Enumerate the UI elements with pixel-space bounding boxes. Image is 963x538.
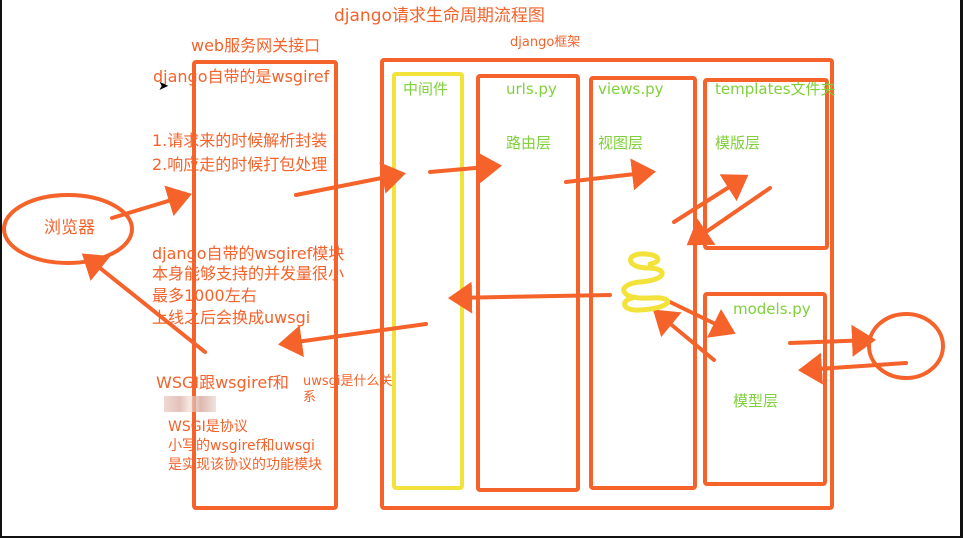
arrow-templates-to-views xyxy=(686,186,772,246)
answer-3: 是实现该协议的功能模块 xyxy=(168,457,322,473)
gateway-note-4: 上线之后会换成uwsgi xyxy=(152,308,311,327)
views-box xyxy=(589,76,697,490)
arrow-middleware-to-urls xyxy=(428,151,502,184)
views-title: views.py xyxy=(598,80,664,98)
templates-box xyxy=(703,78,829,250)
middleware-box xyxy=(392,72,464,490)
database-ellipse xyxy=(867,312,945,380)
gateway-builtin-note: django自带的是wsgiref xyxy=(153,67,330,86)
urls-box xyxy=(476,74,580,492)
relation-question-1: WSGI跟wsgiref和 xyxy=(156,373,289,392)
arrow-gateway-to-middleware xyxy=(294,162,406,197)
answer-1: WSGI是协议 xyxy=(168,419,248,435)
templates-layer: 模版层 xyxy=(715,134,761,152)
arrow-views-to-templates xyxy=(672,174,749,224)
urls-layer: 路由层 xyxy=(506,134,552,152)
models-box xyxy=(703,292,827,486)
arrow-urls-to-views xyxy=(564,158,656,191)
gateway-box xyxy=(192,60,338,510)
arrow-database-to-models xyxy=(798,352,908,385)
gateway-step-2: 2.响应走的时候打包处理 xyxy=(152,155,328,174)
arrow-views-to-middleware xyxy=(448,281,612,314)
browser-ellipse xyxy=(2,193,134,265)
browser-label: 浏览器 xyxy=(44,218,95,238)
models-title: models.py xyxy=(733,300,811,318)
framework-label: django框架 xyxy=(510,35,581,50)
yellow-scribble xyxy=(621,251,671,313)
urls-title: urls.py xyxy=(506,80,557,98)
screen-edge-left xyxy=(0,0,2,538)
views-layer: 视图层 xyxy=(598,134,644,152)
arrow-gateway-to-browser xyxy=(81,253,207,354)
answer-2: 小写的wsgiref和uwsgi xyxy=(168,438,315,454)
diagram-title: django请求生命周期流程图 xyxy=(334,6,545,26)
templates-title: templates文件夹 xyxy=(715,80,836,98)
relation-question-2: uwsgi是什么关 xyxy=(303,374,393,389)
middleware-label: 中间件 xyxy=(403,80,449,98)
relation-question-3: 系 xyxy=(303,390,317,405)
framework-box xyxy=(380,58,834,510)
arrow-models-to-database xyxy=(788,324,876,357)
screen-edge-right xyxy=(960,0,963,538)
models-layer: 模型层 xyxy=(733,392,779,410)
blurred-scribble xyxy=(164,396,216,412)
gateway-note-2: 本身能够支持的并发量很小 xyxy=(152,264,345,283)
gateway-note-3: 最多1000左右 xyxy=(152,286,257,305)
screen-edge-bottom xyxy=(0,536,963,538)
arrow-middleware-to-gateway xyxy=(278,322,428,358)
gateway-label: web服务网关接口 xyxy=(191,36,321,55)
gateway-note-1: django自带的wsgiref模块 xyxy=(152,244,345,263)
arrow-views-to-models xyxy=(668,300,736,338)
mouse-cursor-icon: ➤ xyxy=(158,79,169,94)
arrow-browser-to-gateway xyxy=(110,185,192,220)
arrow-models-to-views xyxy=(652,309,716,362)
gateway-step-1: 1.请求来的时候解析封装 xyxy=(152,131,328,150)
